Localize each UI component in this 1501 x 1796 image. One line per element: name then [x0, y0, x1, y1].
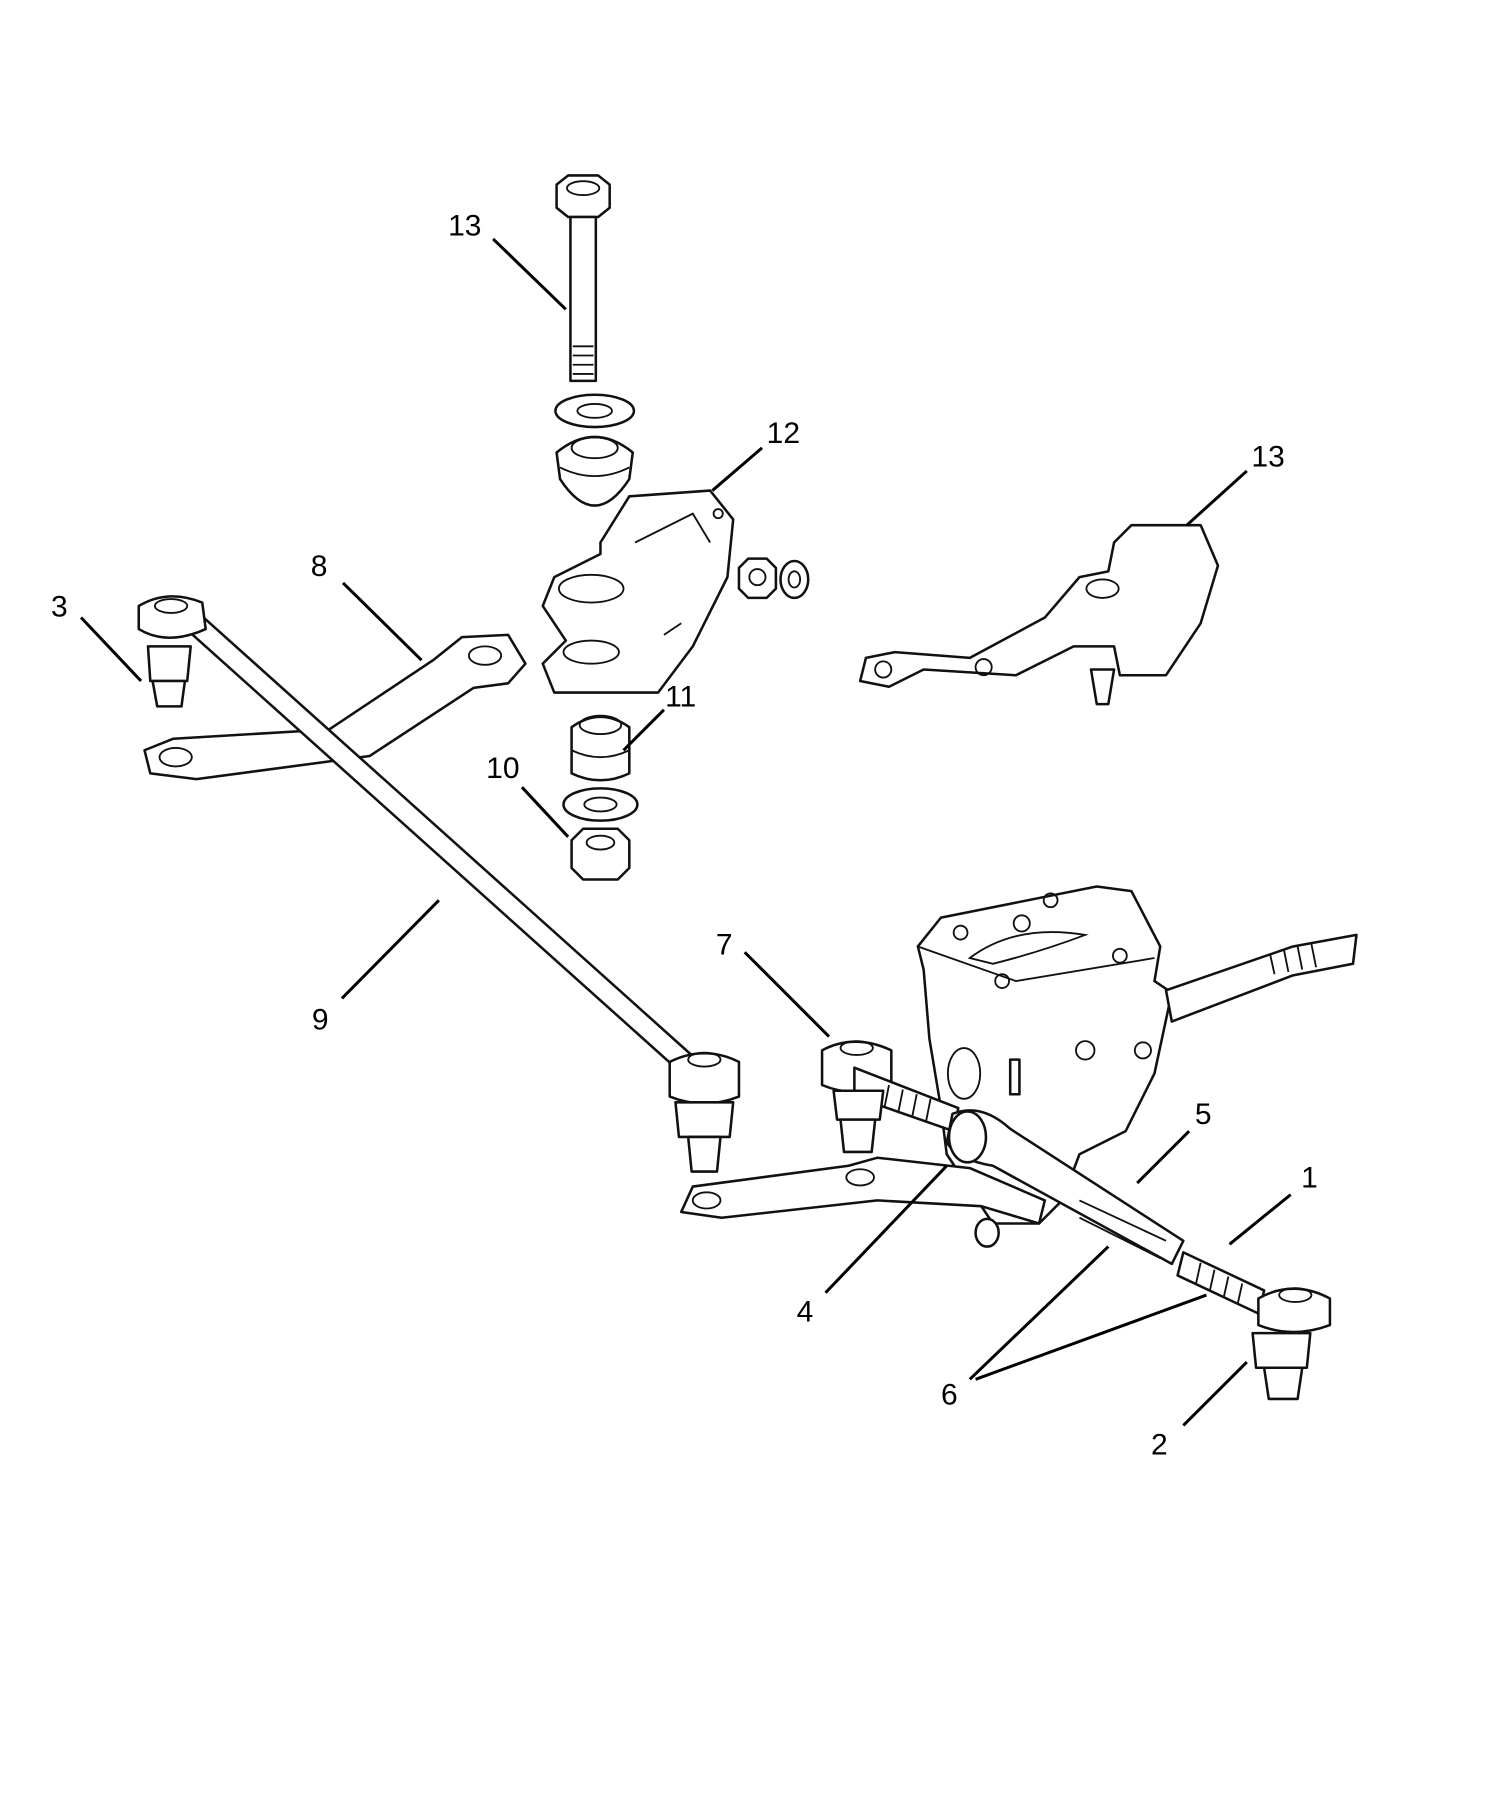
- callout-3: 3: [51, 590, 68, 623]
- washer-lower: [562, 787, 639, 822]
- idler-bracket: [541, 489, 735, 694]
- callout-4: 4: [797, 1296, 814, 1329]
- callout-2: 2: [1151, 1428, 1168, 1461]
- center-link: [137, 595, 741, 1173]
- tie-rod-end-inner: [820, 1040, 960, 1154]
- washer-upper: [554, 393, 636, 429]
- callout-13-idler: 13: [1251, 440, 1284, 473]
- drag-arm: [143, 633, 527, 781]
- adjusting-sleeve: [945, 1109, 1185, 1266]
- leader-lines: [79, 237, 1292, 1427]
- nut-10: [570, 827, 631, 881]
- callout-9: 9: [312, 1004, 329, 1037]
- callout-6: 6: [941, 1379, 958, 1412]
- bushing-upper: [555, 435, 635, 507]
- callout-13-bolt: 13: [448, 209, 481, 242]
- callout-11: 11: [665, 680, 696, 713]
- callout-7: 7: [716, 929, 733, 962]
- bushing-lower: [570, 714, 631, 782]
- callout-10: 10: [486, 752, 519, 785]
- callout-12: 12: [767, 417, 800, 450]
- bolt: [555, 174, 611, 383]
- callout-8: 8: [311, 550, 328, 583]
- relay-rod: [679, 1156, 1047, 1248]
- nut-and-washer: [737, 557, 810, 600]
- tie-rod-end-outer: [1176, 1251, 1332, 1401]
- idler-arm-assembly: [858, 523, 1220, 706]
- callout-5: 5: [1195, 1098, 1212, 1131]
- callout-1: 1: [1301, 1162, 1318, 1195]
